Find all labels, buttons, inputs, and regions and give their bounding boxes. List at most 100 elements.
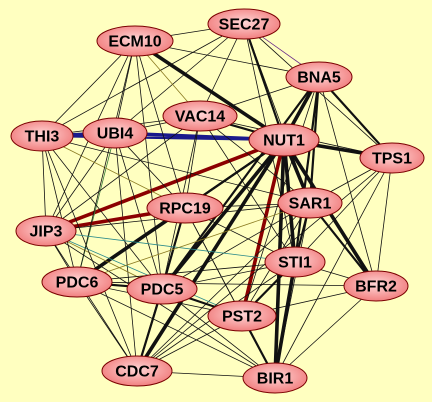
edge-nut1-pst2 [240,138,286,318]
node-ellipse [207,300,277,332]
node-ellipse [285,61,353,93]
edge-pdc6-sar1 [76,202,311,283]
node-ellipse [146,192,224,224]
node-label: SEC27 [219,17,270,34]
node-bfr2[interactable]: BFR2 [343,270,409,302]
node-sti1[interactable]: STI1 [264,246,326,278]
edge-vac14-sar1 [199,115,311,204]
edge-pdc6-thi3 [41,135,78,283]
node-sar1[interactable]: SAR1 [277,187,343,219]
node-ellipse [207,8,281,40]
node-label: SAR1 [289,196,332,213]
node-ellipse [343,270,409,302]
edge-bna5-pdc5 [160,75,321,291]
node-pdc5[interactable]: PDC5 [126,273,198,305]
edge-cdc7-thi3 [41,135,138,372]
node-ellipse [101,355,173,387]
edge-rpc19-pst2 [184,207,243,317]
node-label: JIP3 [30,224,63,241]
node-label: RPC19 [159,201,211,218]
node-label: NUT1 [263,133,305,150]
node-vac14[interactable]: VAC14 [162,100,238,132]
node-ellipse [264,246,326,278]
edge-ubi4-jip3 [45,132,116,232]
edge-ecm10-rpc19 [134,40,186,209]
edge-thi3-sar1 [41,135,311,204]
node-ellipse [96,25,174,57]
edge-nut1-pdc5 [160,138,286,291]
edge-vac14-jip3 [45,115,201,232]
node-ellipse [15,215,77,247]
node-label: BNA5 [297,70,341,87]
edge-bfr2-tps1 [375,157,393,287]
node-label: THI3 [25,129,60,146]
edge-pdc6-bir1 [76,281,276,379]
node-ellipse [277,187,343,219]
node-label: CDC7 [115,364,159,381]
edge-tps1-sti1 [294,157,393,263]
edge-sec27-vac14 [199,23,245,117]
node-ellipse [248,123,320,157]
node-ecm10[interactable]: ECM10 [96,25,174,57]
node-rpc19[interactable]: RPC19 [146,192,224,224]
node-jip3[interactable]: JIP3 [15,215,77,247]
edge-sec27-sar1 [243,23,311,204]
edge-pst2-jip3 [45,230,243,317]
edge-pdc5-thi3 [41,135,163,290]
edge-bir1-bfr2 [274,285,377,379]
node-label: UBI4 [97,126,134,143]
node-label: TPS1 [372,151,412,168]
edge-sar1-cdc7 [136,202,311,372]
node-ubi4[interactable]: UBI4 [82,117,148,149]
edge-bir1-tps1 [274,157,393,379]
node-ellipse [126,273,198,305]
edge-cdc7-jip3 [45,230,138,372]
node-label: ECM10 [108,34,161,51]
edge-bfr2-bna5 [318,76,377,287]
node-pst2[interactable]: PST2 [207,300,277,332]
node-bna5[interactable]: BNA5 [285,61,353,93]
node-label: VAC14 [175,109,225,126]
edge-vac14-sti1 [199,115,296,263]
edge-pdc5-bir1 [161,288,276,379]
edge-pdc6-bfr2 [76,281,377,287]
node-ellipse [359,142,425,174]
node-label: BFR2 [355,279,397,296]
node-label: BIR1 [257,371,294,388]
node-tps1[interactable]: TPS1 [359,142,425,174]
edge-ecm10-thi3 [41,40,136,137]
edge-ecm10-pdc6 [76,40,136,283]
edge-ubi4-sec27 [114,23,245,134]
node-thi3[interactable]: THI3 [10,120,74,152]
node-bir1[interactable]: BIR1 [242,362,308,394]
edge-sti1-bna5 [293,75,321,264]
node-label: PDC6 [56,275,99,292]
edge-nut1-thi3 [40,134,286,142]
node-nut1[interactable]: NUT1 [248,123,320,157]
node-label: PST2 [222,309,262,326]
edge-thi3-jip3 [41,135,47,232]
edge-nut1-jip3 [44,138,286,233]
edge-jip3-bir1 [45,230,276,379]
node-ellipse [10,120,74,152]
edge-jip3-sti1 [45,230,296,263]
edge-ubi4-cdc7 [114,132,138,372]
node-ellipse [162,100,238,132]
node-label: STI1 [278,255,312,272]
node-sec27[interactable]: SEC27 [207,8,281,40]
node-ellipse [242,362,308,394]
edge-sec27-thi3 [41,23,245,137]
node-label: PDC5 [141,282,184,299]
node-ellipse [82,117,148,149]
edge-sti1-bir1 [273,260,297,380]
node-cdc7[interactable]: CDC7 [101,355,173,387]
node-pdc6[interactable]: PDC6 [41,266,113,298]
node-ellipse [41,266,113,298]
edge-nut1-sec27 [242,22,286,142]
edge-cdc7-tps1 [136,157,393,372]
edge-ubi4-pdc5 [114,132,163,290]
edge-nut1-ecm10 [133,39,286,142]
